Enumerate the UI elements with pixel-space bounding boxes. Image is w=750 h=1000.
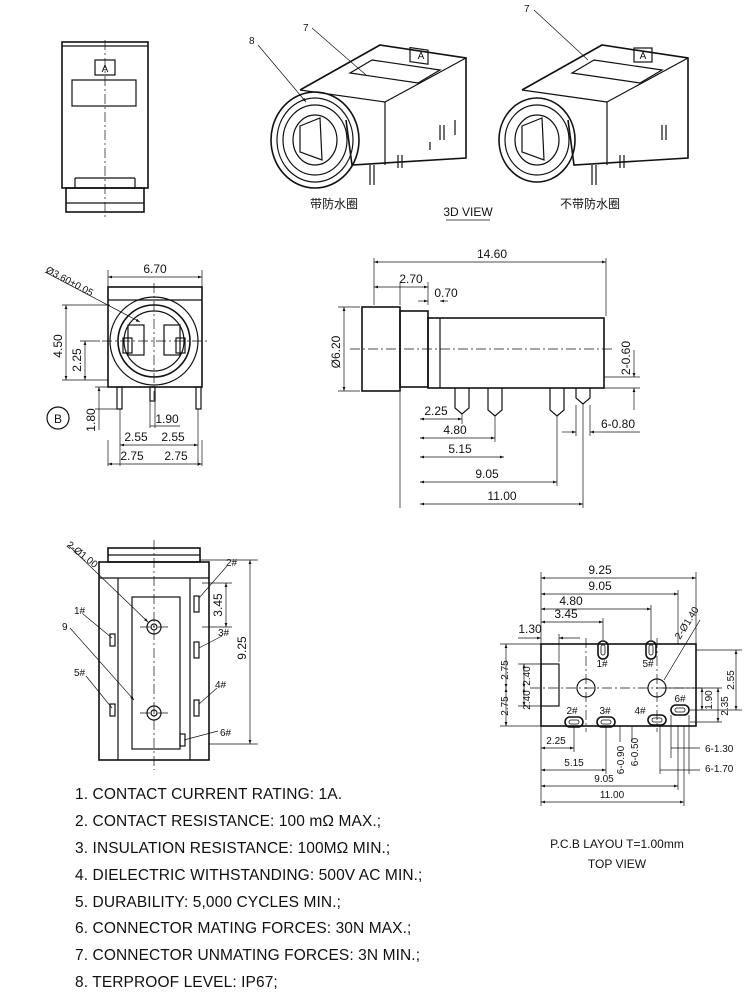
spec-note: 4. DIELECTRIC WITHSTANDING: 500V AC MIN.… [75, 866, 423, 884]
front-view: 6.70 Ø3.60±0.05 4.50 2.25 1.80 1.90 2.55… [44, 262, 207, 466]
pcb-dim-240-top: 2.40 [522, 666, 533, 686]
dim-480: 4.80 [443, 423, 467, 437]
pcb-dim-225: 2.25 [546, 736, 566, 747]
caption-waterproof: 带防水圈 [310, 196, 358, 211]
pin-2-label: 2# [226, 558, 238, 569]
dim-925: 9.25 [235, 636, 249, 660]
pcb-subtitle: TOP VIEW [588, 857, 647, 871]
dim-width: 6.70 [143, 262, 167, 276]
spec-note: 8. TERPROOF LEVEL: IP67; [75, 974, 278, 992]
pcb-dim-480: 4.80 [559, 594, 583, 608]
dim-pin-width: 1.90 [155, 412, 179, 426]
pin-3-label: 3# [218, 628, 230, 639]
pcb-dim-holes: 2-Ø1.40 [673, 605, 702, 642]
pcb-dim-925: 9.25 [588, 563, 612, 577]
spec-note: 7. CONNECTOR UNMATING FORCES: 3N MIN.; [75, 947, 421, 965]
dim-length: 14.60 [477, 247, 507, 261]
dim-mid: 2.25 [70, 348, 84, 372]
dim-pin6: 6-0.80 [601, 417, 635, 431]
dim-225: 2.25 [424, 404, 448, 418]
pcb-dim-1100: 11.00 [600, 790, 625, 801]
pcb-dim-255: 2.55 [726, 670, 737, 690]
pad-3-label: 3# [599, 706, 611, 717]
dim-070: 0.70 [434, 286, 458, 300]
pcb-dim-190: 1.90 [704, 690, 715, 710]
callout-8-leader [257, 44, 307, 103]
marker-b-circle [46, 406, 70, 430]
caption-3d-view: 3D VIEW [443, 205, 493, 219]
spec-note: 2. CONTACT RESISTANCE: 100 mΩ MAX.; [75, 812, 382, 830]
spec-note: 5. DURABILITY: 5,000 CYCLES MIN.; [75, 893, 342, 911]
pin-5-label: 5# [74, 668, 86, 679]
spec-note: 6. CONNECTOR MATING FORCES: 30N MAX.; [75, 920, 412, 938]
pin-6-label: 6# [220, 728, 232, 739]
dim-height: 4.50 [51, 334, 65, 358]
dim-515: 5.15 [448, 442, 472, 456]
spec-note: 1. CONTACT CURRENT RATING: 1A. [75, 786, 343, 803]
dim-270: 2.70 [399, 272, 423, 286]
pad-4 [647, 714, 667, 726]
dim-255-left: 2.55 [124, 430, 148, 444]
pcb-layout: 1# 5# 2# 3# 4# 6# 9.25 9.05 4.80 3.45 1.… [500, 563, 742, 871]
bottom-view: 1# 2# 3# 4# 5# 6# 9 2-Ø1.00 3.45 9.25 [62, 540, 258, 770]
pin-4-label: 4# [215, 680, 227, 691]
callout-7-leader [533, 9, 589, 61]
spec-notes: 1. CONTACT CURRENT RATING: 1A. 2. CONTAC… [75, 782, 635, 997]
dim-diameter: Ø6.20 [329, 335, 343, 368]
pcb-dim-240-bottom: 2.40 [522, 690, 533, 710]
dim-345: 3.45 [211, 593, 225, 617]
pcb-dim-090: 6-0.90 [616, 745, 627, 774]
dim-pin-thickness: 2-0.60 [619, 341, 633, 375]
dim-255-right: 2.55 [161, 430, 185, 444]
pcb-dim-050: 6-0.50 [630, 737, 641, 766]
dim-pin: 1.80 [84, 408, 98, 432]
3d-view-no-waterproof: A 7 [498, 4, 689, 185]
pad-5-label: 5# [642, 659, 654, 670]
caption-no-waterproof: 不带防水圈 [560, 196, 620, 211]
pcb-dim-515: 5.15 [564, 758, 584, 769]
marker-a: A [418, 51, 425, 62]
marker-a: A [640, 51, 647, 62]
dim-hole: Ø3.60±0.05 [44, 265, 96, 299]
callout-8: 8 [249, 36, 255, 47]
pcb-title: P.C.B LAYOU T=1.00mm [550, 837, 684, 851]
pad-6-label: 6# [674, 694, 686, 705]
pcb-dim-275-top: 2.75 [500, 660, 511, 680]
callout-7: 7 [303, 23, 309, 34]
marker-b: B [54, 412, 62, 426]
top-view: A [61, 40, 149, 218]
pcb-dim-345: 3.45 [554, 607, 578, 621]
dim-905: 9.05 [475, 467, 499, 481]
pad-2-label: 2# [566, 706, 578, 717]
pad-4-label: 4# [634, 706, 646, 717]
pcb-dim-130s: 6-1.30 [705, 744, 734, 755]
pad-1 [597, 640, 609, 660]
spec-note: 3. INSULATION RESISTANCE: 100MΩ MIN.; [75, 839, 391, 857]
pcb-dim-170s: 6-1.70 [705, 764, 734, 775]
pad-6 [670, 704, 690, 716]
side-view: 14.60 2.70 0.70 Ø6.20 2-0.60 2.25 4.80 5… [329, 247, 640, 508]
pcb-dim-905-bottom: 9.05 [594, 774, 614, 785]
dim-275-right: 2.75 [164, 449, 188, 463]
callout-7: 7 [524, 4, 530, 15]
callout-9: 9 [62, 622, 68, 633]
marker-a: A [102, 64, 109, 75]
pcb-dim-235: 2.35 [720, 696, 731, 716]
dim-holes: 2-Ø1.00 [64, 540, 100, 571]
pcb-dim-130: 1.30 [518, 622, 542, 636]
pcb-dim-905: 9.05 [588, 579, 612, 593]
dim-275-left: 2.75 [120, 449, 144, 463]
pad-5 [645, 640, 657, 660]
pcb-dim-275-bottom: 2.75 [500, 696, 511, 716]
pad-1-label: 1# [596, 659, 608, 670]
pin-1-label: 1# [74, 606, 86, 617]
3d-view-waterproof: A 7 8 [249, 23, 467, 189]
callout-7-leader [311, 27, 367, 76]
dim-1100: 11.00 [487, 489, 516, 503]
